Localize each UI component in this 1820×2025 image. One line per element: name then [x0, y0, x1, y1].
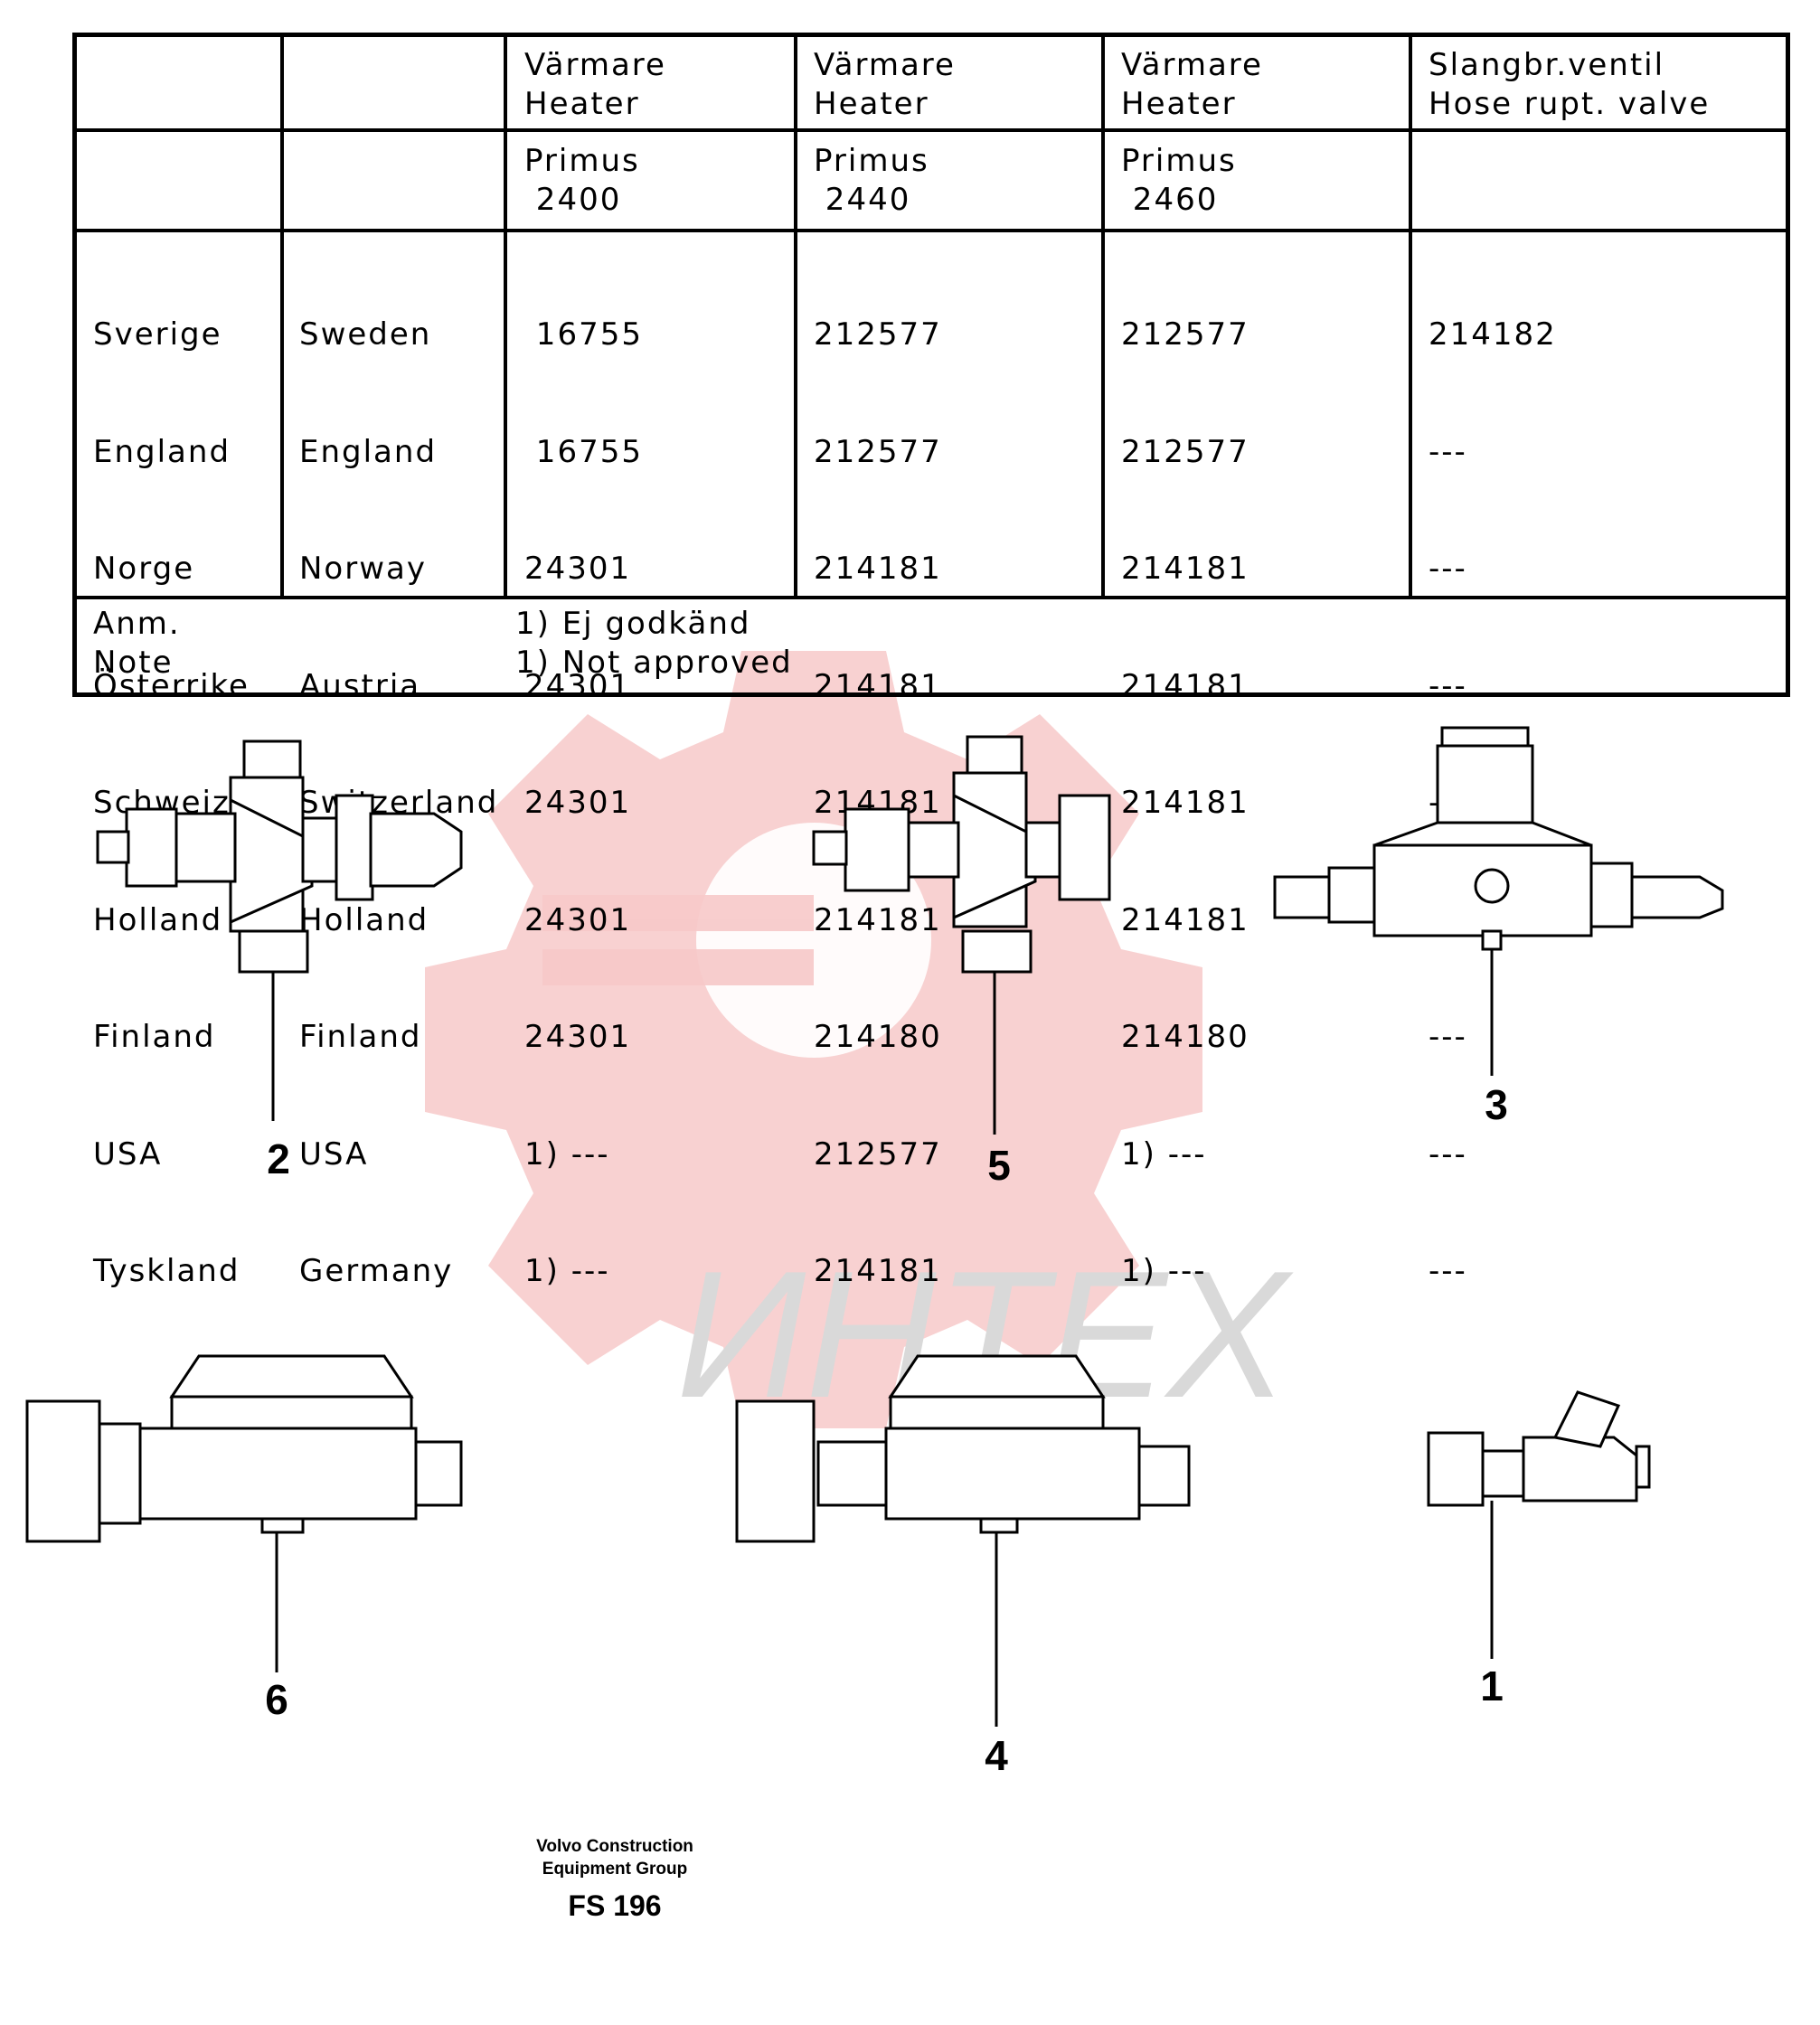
footer: Volvo Construction Equipment Group FS 19… — [506, 1835, 723, 1923]
table-cell: 24301 — [524, 551, 632, 587]
table-cell: Germany — [299, 1253, 454, 1289]
table-cell: 16755 — [524, 433, 643, 470]
table-cell: 1) --- — [524, 1135, 610, 1173]
table-cell: --- — [1429, 1019, 1467, 1055]
table-cell: 214181 — [1121, 551, 1249, 587]
table-cell: 1) --- — [1121, 1135, 1207, 1173]
table-cell: --- — [1429, 1135, 1467, 1173]
part-6-drawing — [25, 1354, 463, 1672]
table-cell: 212577 — [1121, 316, 1249, 353]
table-cell: 24301 — [524, 901, 632, 938]
table-cell: Finland — [299, 1019, 422, 1055]
part-1-drawing — [1427, 1390, 1651, 1659]
model-2440: Primus 2440 — [814, 143, 929, 218]
part-5-drawing — [812, 735, 1111, 1135]
table-cell: USA — [93, 1135, 163, 1173]
part-3-drawing — [1273, 726, 1724, 1076]
table-cell: 214181 — [1121, 667, 1249, 704]
company-name-line1: Volvo Construction — [536, 1837, 693, 1856]
column-countries-en: Sweden England Norway Austria Switzerlan… — [299, 238, 498, 1370]
note-label: Anm.Note — [93, 606, 181, 681]
table-cell: --- — [1429, 667, 1467, 704]
model-2400: Primus 2400 — [524, 143, 640, 218]
table-cell: Finland — [93, 1019, 216, 1055]
table-cell: 214182 — [1429, 316, 1557, 353]
table-cell: England — [93, 433, 231, 470]
column-primus-2400: 16755 16755 24301 24301 24301 24301 2430… — [524, 238, 643, 1370]
table-cell: --- — [1429, 1253, 1467, 1289]
table-cell: Sverige — [93, 316, 222, 353]
table-cell: 214180 — [1121, 1019, 1249, 1055]
table-cell: 214181 — [1121, 901, 1249, 938]
table-cell: 1) --- — [1121, 1253, 1207, 1289]
callout-6: 6 — [265, 1676, 288, 1723]
table-cell: 212577 — [814, 316, 942, 353]
table-cell: 212577 — [814, 433, 942, 470]
table-cell: Österrike — [93, 667, 250, 704]
table-cell: 214181 — [814, 901, 942, 938]
part-2-drawing — [96, 739, 463, 1121]
table-cell: Holland — [299, 901, 429, 938]
table-cell: Austria — [299, 667, 421, 704]
table-cell: England — [299, 433, 438, 470]
table-cell: 214181 — [1121, 785, 1249, 821]
column-primus-2460: 212577 212577 214181 214181 214181 21418… — [1121, 238, 1249, 1370]
table-cell: 212577 — [814, 1135, 942, 1173]
part-4-drawing — [735, 1354, 1191, 1727]
callout-5: 5 — [987, 1142, 1011, 1189]
table-cell: 214181 — [814, 667, 942, 704]
table-cell: 24301 — [524, 785, 632, 821]
table-cell: 212577 — [1121, 433, 1249, 470]
column-primus-2440: 212577 212577 214181 214181 214181 21418… — [814, 238, 942, 1370]
table-cell: Sweden — [299, 316, 432, 353]
column-countries-local: Sverige England Norge Österrike Schweiz … — [93, 238, 250, 1370]
table-cell: 214180 — [814, 1019, 942, 1055]
table-cell: USA — [299, 1135, 369, 1173]
table-cell: 214181 — [814, 1253, 942, 1289]
table-cell: Norway — [299, 551, 427, 587]
table-cell: 214181 — [814, 551, 942, 587]
table-cell: --- — [1429, 433, 1467, 470]
table-cell: 24301 — [524, 1019, 632, 1055]
table-cell: --- — [1429, 551, 1467, 587]
callout-3: 3 — [1485, 1081, 1508, 1128]
table-cell: Norge — [93, 551, 195, 587]
company-name-line2: Equipment Group — [542, 1860, 688, 1879]
callout-1: 1 — [1480, 1662, 1504, 1709]
figure-code: FS 196 — [568, 1889, 662, 1922]
table-cell: 1) --- — [524, 1253, 610, 1289]
callout-2: 2 — [267, 1135, 290, 1182]
table-cell: Tyskland — [93, 1253, 240, 1289]
table-cell: 24301 — [524, 667, 632, 704]
callout-4: 4 — [985, 1732, 1008, 1779]
model-2460: Primus 2460 — [1121, 143, 1237, 218]
table-cell: 16755 — [524, 316, 643, 353]
table-cell: Holland — [93, 901, 223, 938]
